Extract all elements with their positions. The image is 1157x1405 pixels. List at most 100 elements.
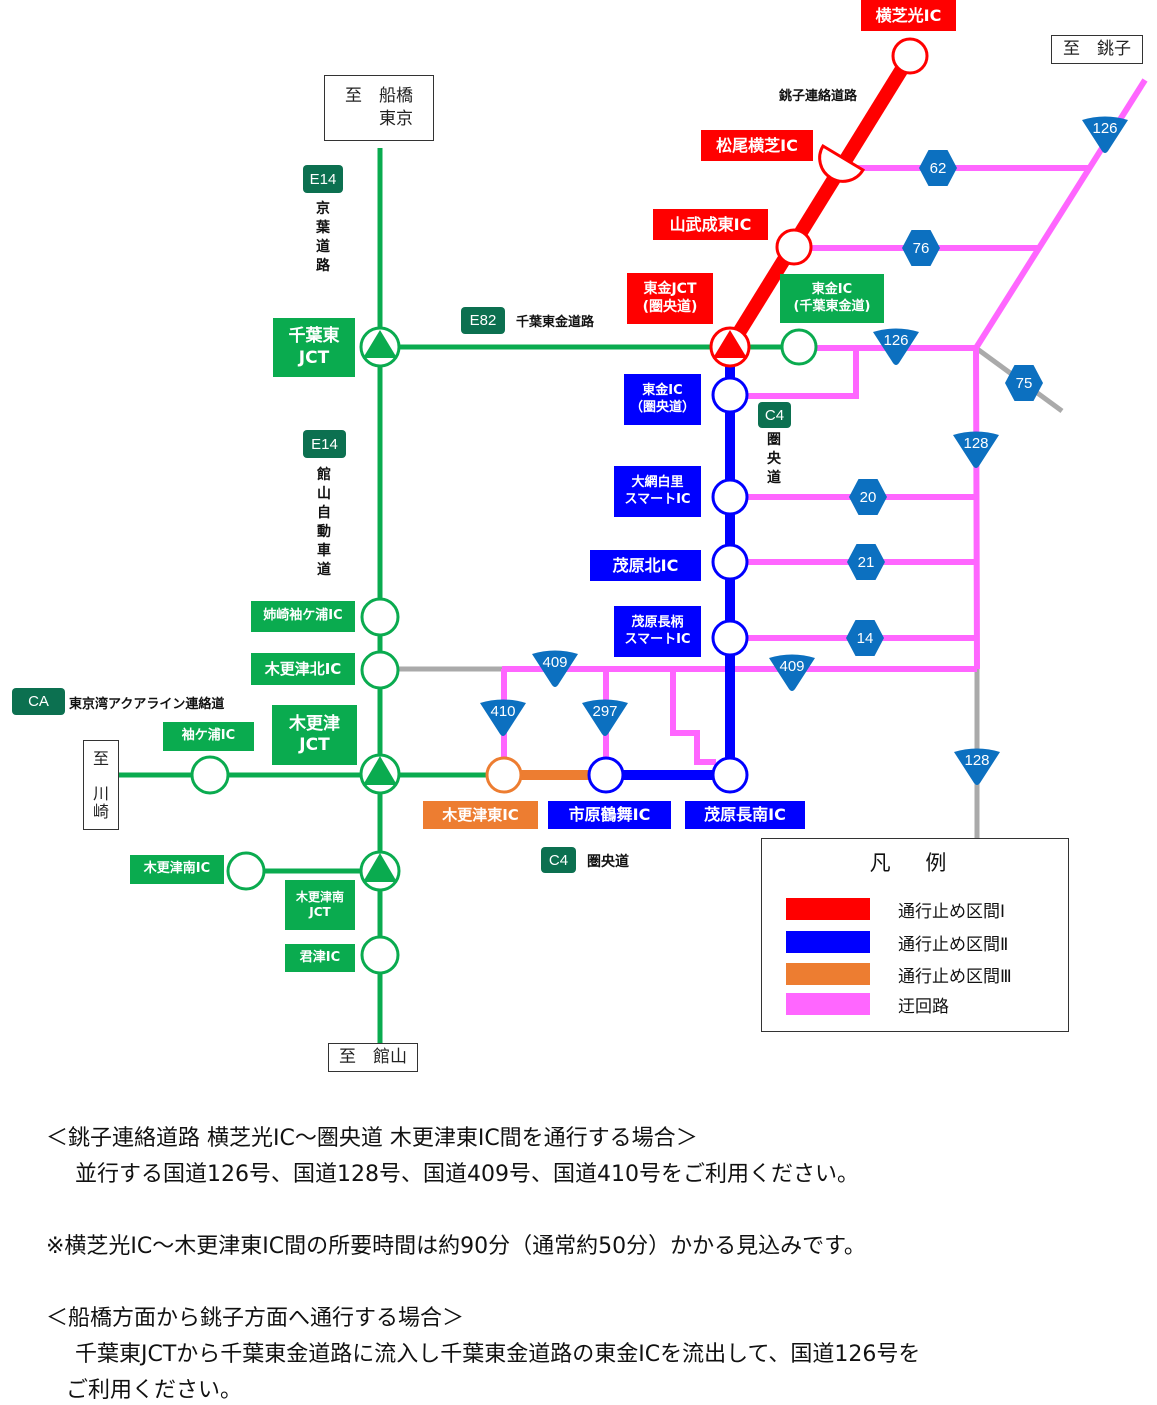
node-matsuo-yokoshiba[interactable] xyxy=(818,143,866,183)
ic-label-oamishirasato[interactable]: 大網白里 スマートIC xyxy=(614,466,701,517)
route-number: 76 xyxy=(913,240,930,257)
route-hexagon-icon xyxy=(847,544,885,580)
legend-item: 迂回路 xyxy=(786,992,949,1017)
detour-togane-link xyxy=(748,348,859,399)
ic-label-yokoshibahikari[interactable]: 横芝光IC xyxy=(861,0,956,31)
route-marker-128: 128 xyxy=(954,748,1000,785)
route-marker-297: 297 xyxy=(582,699,628,736)
route-marker-126: 126 xyxy=(1082,116,1128,153)
route-markers: 126 62 76 126 75 128 20 21 14 409 409 410 297 128 xyxy=(480,116,1128,785)
route-badge-e82: E82 xyxy=(461,307,505,334)
node-mobara-nagara[interactable] xyxy=(711,619,749,657)
road-name-choshi-link: 銚子連絡道路 xyxy=(779,89,858,104)
route-number: 21 xyxy=(858,554,875,571)
road-map: 126 62 76 126 75 128 20 21 14 409 409 410 297 128 xyxy=(118,37,1148,1045)
legend-swatch-orange xyxy=(786,963,870,985)
ic-label-mobara-chonan[interactable]: 茂原長南IC xyxy=(685,801,805,829)
route-shield-icon xyxy=(769,654,815,691)
node-kisarazu-minami[interactable] xyxy=(226,851,266,891)
node-togane-ic-ken[interactable] xyxy=(711,376,749,414)
node-kimitsu[interactable] xyxy=(360,935,400,975)
route-shield-icon xyxy=(1082,116,1128,153)
node-yokoshibahikari[interactable] xyxy=(891,37,929,75)
legend-swatch-blue xyxy=(786,931,870,953)
route-number: 128 xyxy=(963,435,988,452)
detour-roads xyxy=(501,78,1148,765)
jct-label-kisarazu-minami[interactable]: 木更津南 JCT xyxy=(285,880,355,930)
node-sodegaura[interactable] xyxy=(190,755,230,795)
route-shield-icon xyxy=(954,748,1000,785)
legend-label: 通行止め区間Ⅰ xyxy=(898,901,1006,922)
route-shield-icon xyxy=(582,699,628,736)
ic-label-mobara-kita[interactable]: 茂原北IC xyxy=(590,550,701,581)
road-name-aqualine: 東京湾アクアライン連絡道 xyxy=(69,697,225,712)
node-mobara-kita[interactable] xyxy=(711,543,749,581)
ic-label-sanmu-naruto[interactable]: 山武成東IC xyxy=(653,209,768,240)
ic-label-kisarazu-higashi[interactable]: 木更津東IC xyxy=(423,801,538,829)
jct-triangle-icon xyxy=(363,330,397,358)
legend-title: 凡 例 xyxy=(869,851,961,875)
ic-label-kisarazu-minami[interactable]: 木更津南IC xyxy=(130,855,224,884)
route-marker-62: 62 xyxy=(919,150,957,186)
route-number: 409 xyxy=(779,658,804,675)
note-body-1: 並行する国道126号、国道128号、国道409号、国道410号をご利用ください。 xyxy=(46,1162,859,1187)
route-badge-e14-keiyo: E14 xyxy=(303,165,343,193)
node-kisarazu-kita[interactable] xyxy=(360,650,400,690)
destination-tateyama: 至 館山 xyxy=(328,1043,418,1072)
ic-label-togane-chiba[interactable]: 東金IC (千葉東金道) xyxy=(780,274,884,323)
jct-label-togane[interactable]: 東金JCT (圏央道) xyxy=(627,273,713,324)
route-marker-76: 76 xyxy=(902,230,940,266)
note-heading-2: ＜船橋方面から銚子方面へ通行する場合＞ xyxy=(46,1306,465,1331)
route-number: 126 xyxy=(883,332,908,349)
node-togane-ic-chiba[interactable] xyxy=(780,328,818,366)
route-shield-icon xyxy=(480,699,526,736)
route-marker-75: 75 xyxy=(1005,365,1043,401)
route-number: 75 xyxy=(1016,375,1033,392)
route-marker-14: 14 xyxy=(846,620,884,656)
road-name-kenodo: 圏央道 xyxy=(587,854,629,870)
jct-label-chiba-higashi[interactable]: 千葉東 JCT xyxy=(273,318,355,377)
ic-label-sodegaura[interactable]: 袖ケ浦IC xyxy=(163,722,254,751)
road-name-keiyo: 京葉道路 xyxy=(316,201,330,274)
destination-funabashi-tokyo: 至 船橋 東京 xyxy=(324,75,434,141)
map-legend: 凡 例 通行止め区間Ⅰ 通行止め区間Ⅱ 通行止め区間Ⅲ 迂回路 xyxy=(761,838,1069,1032)
closure-section-1 xyxy=(724,52,916,351)
ic-label-togane-kenodo[interactable]: 東金IC （圏央道） xyxy=(624,374,701,425)
ic-label-anesaki-sodegaura[interactable]: 姉崎袖ケ浦IC xyxy=(251,601,355,632)
ic-label-kisarazu-kita[interactable]: 木更津北IC xyxy=(251,653,355,685)
route-marker-20: 20 xyxy=(849,479,887,515)
legend-label: 通行止め区間Ⅲ xyxy=(898,966,1012,987)
ic-label-mobara-nagara[interactable]: 茂原長柄 スマートIC xyxy=(614,606,701,657)
route-marker-410: 410 xyxy=(480,699,526,736)
ic-label-matsuo-yokoshiba[interactable]: 松尾横芝IC xyxy=(701,130,813,161)
node-ichihara-tsurumai[interactable] xyxy=(587,756,625,794)
interchange-nodes xyxy=(190,37,929,975)
route-marker-21: 21 xyxy=(847,544,885,580)
route-marker-409: 409 xyxy=(532,650,578,687)
note-body-2-line2: ご利用ください。 xyxy=(66,1378,243,1403)
route-shield-icon xyxy=(873,328,919,365)
route-number: 410 xyxy=(490,703,515,720)
route-number: 128 xyxy=(964,752,989,769)
node-sanmu-naruto[interactable] xyxy=(775,228,813,266)
ic-label-ichihara-tsurumai[interactable]: 市原鶴舞IC xyxy=(548,801,671,829)
node-kisarazu-higashi[interactable] xyxy=(485,756,523,794)
route-hexagon-icon xyxy=(919,150,957,186)
road-name-chiba-togane: 千葉東金道路 xyxy=(516,315,595,330)
ic-label-kimitsu[interactable]: 君津IC xyxy=(285,944,355,972)
route-number: 409 xyxy=(542,654,567,671)
route-marker-126: 126 xyxy=(873,328,919,365)
route-hexagon-icon xyxy=(846,620,884,656)
road-name-kenodo-vertical: 圏央道 xyxy=(767,432,781,486)
legend-item: 通行止め区間Ⅱ xyxy=(786,930,1008,955)
node-mobara-chonan[interactable] xyxy=(711,756,749,794)
legend-label: 迂回路 xyxy=(898,996,949,1017)
node-anesaki-sodegaura[interactable] xyxy=(360,597,400,637)
note-remark: ※横芝光IC～木更津東IC間の所要時間は約90分（通常約50分）かかる見込みです… xyxy=(46,1234,866,1259)
legend-item: 通行止め区間Ⅰ xyxy=(786,897,1006,922)
route-number: 62 xyxy=(930,160,947,177)
node-oamishirasato[interactable] xyxy=(711,478,749,516)
route-hexagon-icon xyxy=(902,230,940,266)
route-number: 126 xyxy=(1092,120,1117,137)
jct-label-kisarazu[interactable]: 木更津 JCT xyxy=(272,705,357,765)
